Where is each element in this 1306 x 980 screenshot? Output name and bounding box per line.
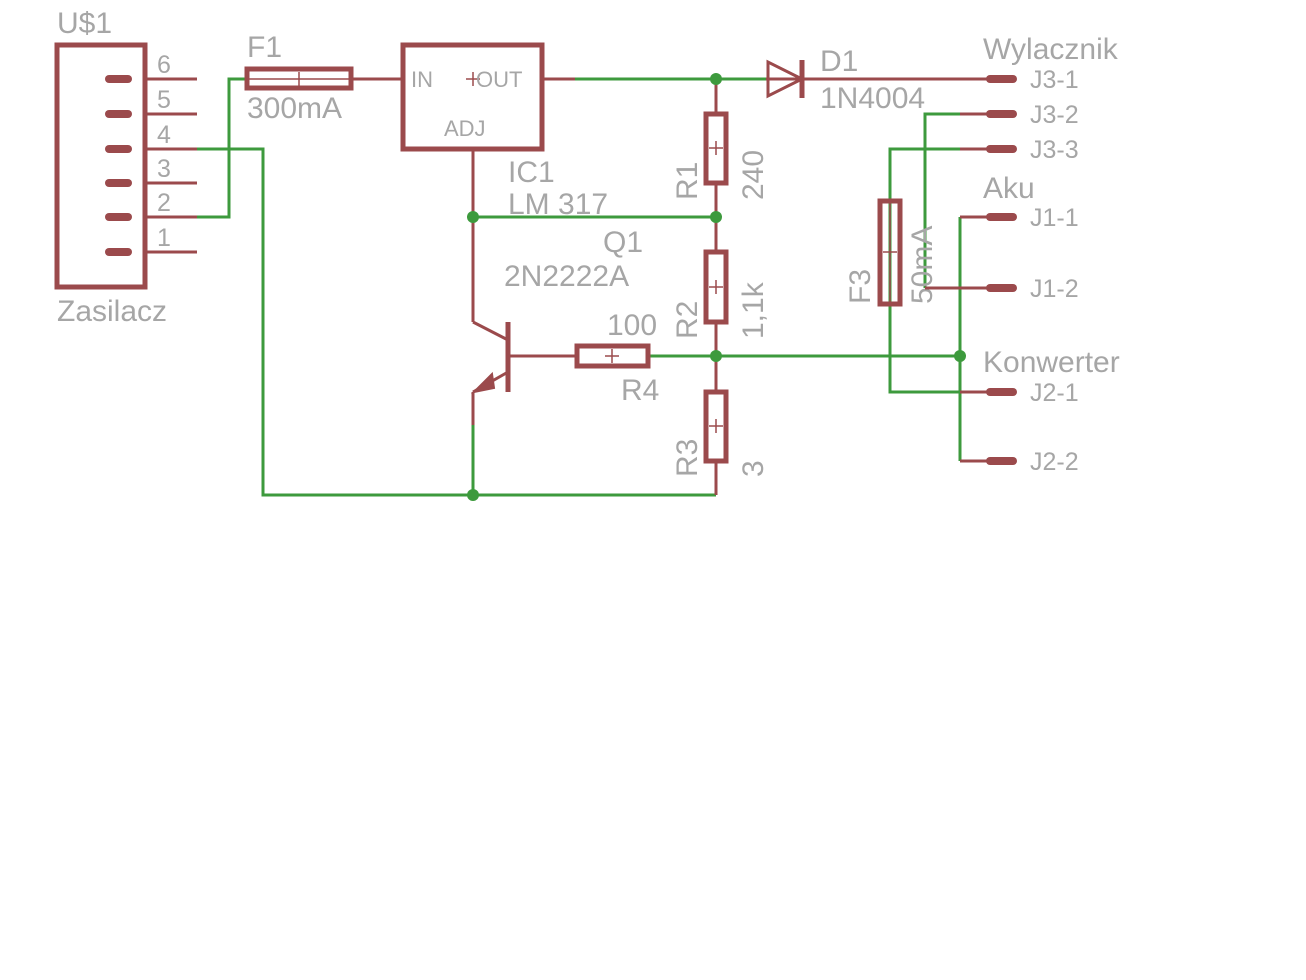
wires <box>197 77 962 497</box>
d1-triangle <box>766 59 806 99</box>
connector-j1: Aku J1-1 J1-2 <box>925 172 1079 303</box>
ic1-value: LM 317 <box>508 188 608 221</box>
j3-1-label: J3-1 <box>1030 66 1079 94</box>
q1-transistor: Q1 2N2222A <box>470 226 643 425</box>
q1-emitter-arrow <box>470 371 496 394</box>
ic1-name: IC1 <box>508 156 555 189</box>
u1-pin-label-4: 4 <box>157 121 171 149</box>
ic1-pin-out: OUT <box>476 67 522 92</box>
u1-pin-label-2: 2 <box>157 189 171 217</box>
junction-konwerter <box>954 350 966 362</box>
j1-1-label: J1-1 <box>1030 204 1079 232</box>
u1-pin-label-6: 6 <box>157 51 171 79</box>
r1-resistor: R1 240 <box>671 111 770 200</box>
r1-value: 240 <box>737 150 770 200</box>
u1-connector: U$1 Zasilacz 6 5 4 3 2 1 <box>54 7 171 328</box>
d1-value: 1N4004 <box>820 82 925 115</box>
j1-2-label: J1-2 <box>1030 275 1079 303</box>
d1-name: D1 <box>820 45 858 78</box>
u1-pin-label-1: 1 <box>157 224 171 252</box>
ic1-body <box>400 42 545 152</box>
r4-resistor: 100 R4 <box>574 309 659 407</box>
d1-diode: D1 1N4004 <box>766 45 925 115</box>
u1-name: U$1 <box>57 7 112 40</box>
u1-pin-label-3: 3 <box>157 155 171 183</box>
r3-name: R3 <box>671 439 704 477</box>
junction-r2-r3 <box>710 350 722 362</box>
r1-body <box>703 111 729 186</box>
connector-j2: Konwerter J2-1 J2-2 <box>960 346 1120 476</box>
r2-name: R2 <box>671 301 704 339</box>
f1-name: F1 <box>247 31 282 64</box>
f1-fuse: F1 300mA <box>244 31 354 125</box>
wire-u1-pin4-ground <box>197 147 716 497</box>
r4-value: 100 <box>607 309 657 342</box>
j3-name: Wylacznik <box>983 33 1119 66</box>
f3-name: F3 <box>844 269 877 304</box>
q1-collector <box>472 320 509 342</box>
u1-value: Zasilacz <box>57 295 167 328</box>
f1-value: 300mA <box>247 92 342 125</box>
r2-body <box>703 249 729 325</box>
j2-1-label: J2-1 <box>1030 379 1079 407</box>
j3-3-label: J3-3 <box>1030 136 1079 164</box>
u1-pin-label-5: 5 <box>157 86 171 114</box>
q1-name: Q1 <box>603 226 643 259</box>
q1-value: 2N2222A <box>504 260 629 293</box>
junctions <box>467 73 966 501</box>
j1-name: Aku <box>983 172 1035 205</box>
r1-name: R1 <box>671 162 704 200</box>
wire-j3-2-to-f3 <box>923 112 960 288</box>
junction-adj <box>467 211 479 223</box>
f3-value: 50mA <box>906 226 939 304</box>
r2-resistor: R2 1,1k <box>671 249 770 339</box>
j2-2-label: J2-2 <box>1030 448 1079 476</box>
u1-body <box>54 42 148 290</box>
r2-value: 1,1k <box>737 281 770 339</box>
part-leads <box>145 77 960 495</box>
j2-name: Konwerter <box>983 346 1120 379</box>
r3-value: 3 <box>737 460 770 477</box>
connector-j3: Wylacznik J3-1 J3-2 J3-3 <box>960 33 1119 164</box>
r4-name: R4 <box>621 374 659 407</box>
junction-out-rail <box>710 73 722 85</box>
ic1-pin-adj: ADJ <box>444 116 486 141</box>
r3-resistor: R3 3 <box>671 389 770 477</box>
junction-ground <box>467 489 479 501</box>
f3-fuse: F3 50mA <box>844 198 939 307</box>
r3-body <box>703 389 729 464</box>
r4-body <box>574 343 651 369</box>
j3-2-label: J3-2 <box>1030 101 1079 129</box>
ic1-regulator: IN OUT ADJ IC1 LM 317 <box>400 42 608 221</box>
junction-r1-r2 <box>710 211 722 223</box>
ic1-pin-in: IN <box>411 67 433 92</box>
